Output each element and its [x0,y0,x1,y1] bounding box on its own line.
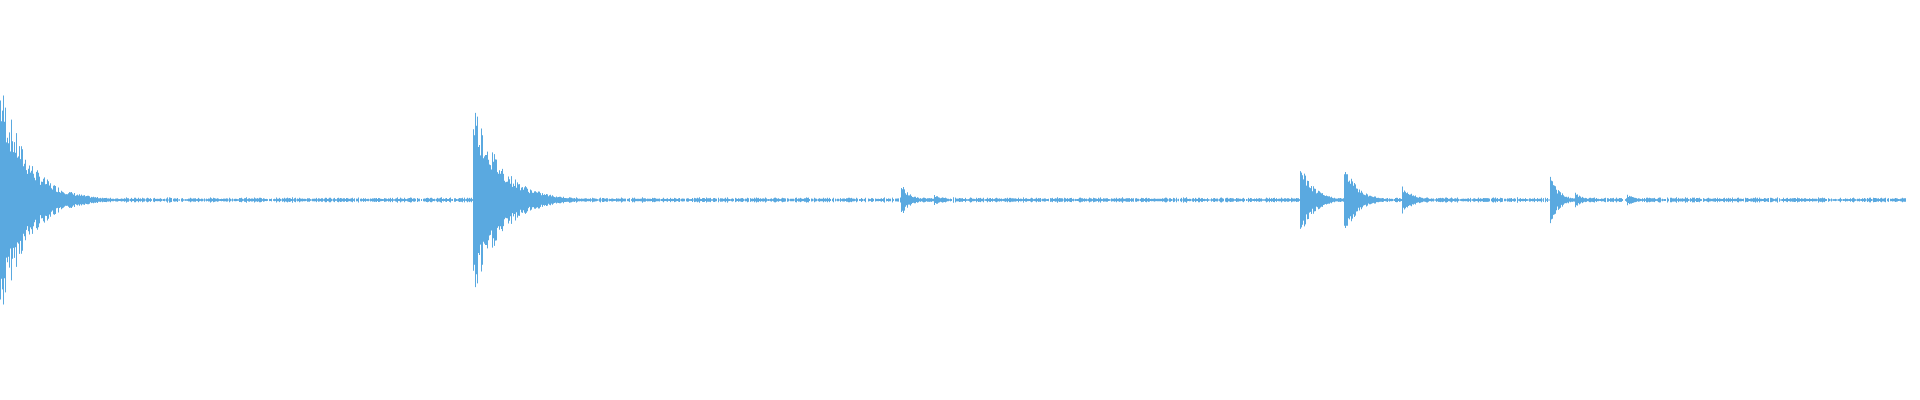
baseline-sample [789,199,790,201]
baseline-sample [435,199,436,201]
baseline-sample [369,199,370,201]
baseline-sample [1110,199,1111,201]
baseline-sample [205,199,206,201]
baseline-sample [1661,199,1662,201]
baseline-sample [1041,199,1042,201]
baseline-sample [1168,199,1169,201]
baseline-sample [1837,199,1838,201]
baseline-sample [1393,199,1394,201]
baseline-sample [839,199,840,201]
baseline-sample [680,199,681,201]
baseline-sample [233,199,234,201]
baseline-sample [1830,199,1831,201]
baseline-sample [1209,199,1210,201]
baseline-sample [1549,199,1550,201]
baseline-sample [817,199,818,201]
baseline-sample [1548,199,1549,201]
baseline-sample [1177,199,1178,201]
baseline-sample [1780,199,1781,201]
baseline-sample [1856,199,1857,201]
baseline-sample [129,199,130,201]
baseline-sample [863,199,864,201]
baseline-sample [1139,199,1140,201]
baseline-sample [1182,199,1183,201]
baseline-sample [598,199,599,201]
baseline-sample [1074,199,1075,201]
baseline-sample [1872,199,1873,201]
baseline-sample [1832,199,1833,201]
baseline-sample [1471,199,1472,201]
baseline-sample [162,199,163,201]
baseline-sample [311,199,312,201]
baseline-sample [1542,199,1543,201]
baseline-sample [744,199,745,201]
baseline-sample [1210,199,1211,201]
baseline-sample [228,199,229,201]
baseline-sample [1506,199,1507,201]
baseline-sample [1459,199,1460,201]
baseline-sample [178,199,179,201]
baseline-sample [1218,199,1219,201]
baseline-sample [145,199,146,201]
baseline-sample [719,199,720,201]
baseline-sample [984,199,985,201]
baseline-sample [1172,199,1173,201]
baseline-sample [660,199,661,201]
baseline-sample [1528,199,1529,201]
baseline-sample [203,199,204,201]
baseline-sample [1689,199,1690,201]
baseline-sample [608,199,609,201]
baseline-sample [231,199,232,201]
baseline-sample [693,199,694,201]
baseline-sample [184,199,185,201]
baseline-sample [332,199,333,201]
baseline-sample [168,199,169,201]
baseline-sample [1191,199,1192,201]
baseline-sample [296,199,297,201]
baseline-sample [1866,199,1867,201]
baseline-sample [601,199,602,201]
baseline-sample [1063,199,1064,201]
baseline-sample [1175,199,1176,201]
baseline-sample [836,199,837,201]
baseline-sample [165,199,166,201]
baseline-sample [794,199,795,201]
waveform-peaks [0,95,1906,305]
baseline-sample [281,199,282,201]
baseline-sample [1434,199,1435,201]
baseline-sample [813,199,814,201]
baseline-sample [1842,199,1843,201]
baseline-sample [1247,199,1248,201]
